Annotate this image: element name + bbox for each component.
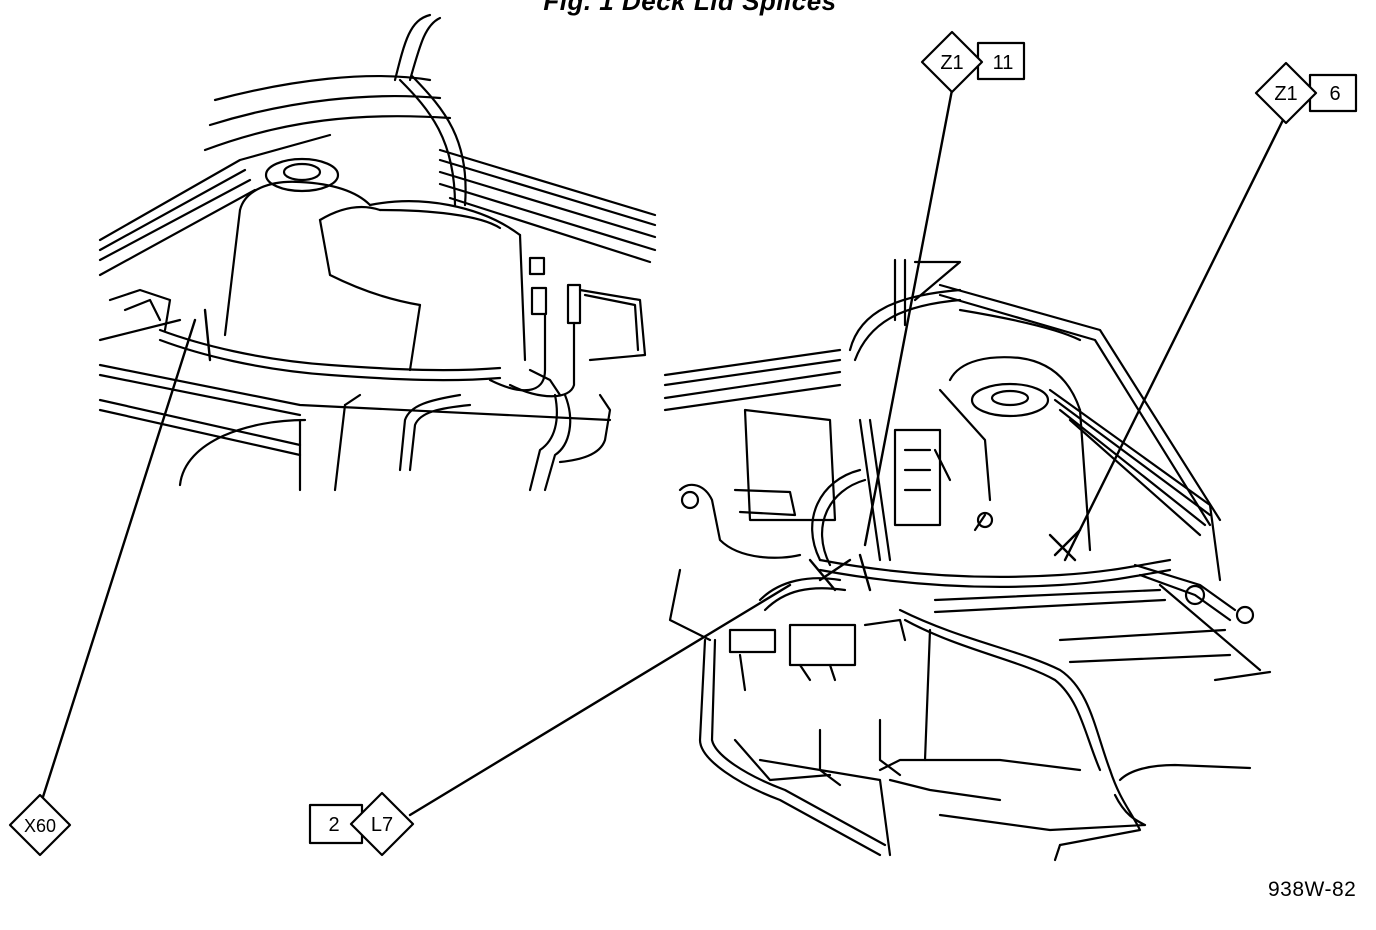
- leader-x60: [40, 318, 197, 802]
- leader-2-l7: [408, 583, 792, 817]
- leader-z1-11: [863, 88, 954, 547]
- callout-z1-6: Z1 6: [1254, 61, 1358, 125]
- leader-lines: [40, 88, 1286, 817]
- leader-z1-6: [1063, 116, 1286, 562]
- callout-2-l7: 2 L7: [308, 791, 415, 857]
- callout-2-l7-diamond-label: L7: [371, 814, 393, 836]
- callout-2-l7-diamond: [349, 791, 415, 857]
- callout-z1-6-diamond-label: Z1: [1274, 83, 1297, 105]
- callout-z1-11: Z1 11: [920, 30, 1026, 94]
- callout-x60-diamond: [8, 793, 72, 857]
- callout-z1-11-box-label: 11: [993, 52, 1014, 74]
- callout-2-l7-box: [308, 803, 364, 845]
- callout-z1-6-box: [1308, 73, 1358, 113]
- callout-z1-11-diamond-label: Z1: [940, 52, 963, 74]
- callout-z1-6-diamond: [1254, 61, 1318, 125]
- callout-x60: X60: [8, 793, 72, 857]
- callout-2-l7-box-label: 2: [328, 814, 339, 836]
- callout-z1-11-diamond: [920, 30, 984, 94]
- left-view-trunk-illustration: [98, 13, 657, 492]
- callout-x60-diamond-label: X60: [24, 816, 56, 836]
- callout-z1-6-box-label: 6: [1329, 83, 1340, 105]
- figure-title: Fig. 1 Deck Lid Splices: [543, 0, 837, 16]
- figure-id: 938W-82: [1268, 878, 1357, 901]
- right-view-trunk-illustration: [663, 258, 1272, 862]
